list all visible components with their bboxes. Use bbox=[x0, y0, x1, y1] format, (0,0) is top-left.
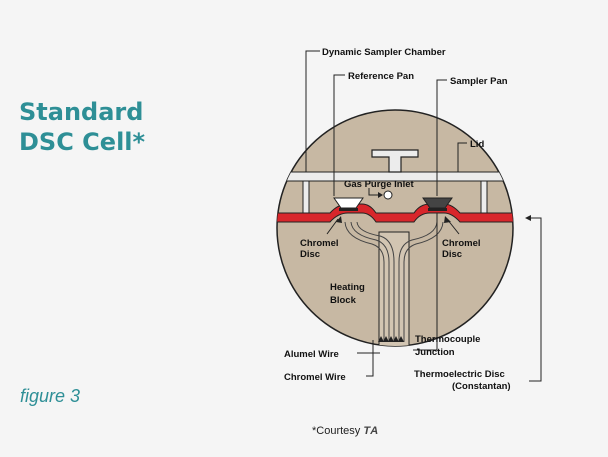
lid-knob bbox=[371, 149, 419, 173]
label-chromel-disc-right-1: Chromel bbox=[442, 238, 481, 249]
gas-purge-arrow-icon bbox=[378, 192, 383, 198]
chromel-right-arrow-icon bbox=[444, 216, 451, 223]
label-reference-pan: Reference Pan bbox=[348, 71, 414, 82]
label-lid: Lid bbox=[470, 139, 484, 150]
label-thermoelectric-2: (Constantan) bbox=[452, 381, 511, 392]
thermoelectric-disc bbox=[277, 203, 513, 223]
ta-logo: TA bbox=[363, 425, 379, 437]
label-chromel-disc-right-2: Disc bbox=[442, 249, 462, 260]
chromel-wires bbox=[344, 221, 444, 342]
sampler-pan-base bbox=[428, 208, 447, 211]
label-gas-purge-inlet: Gas Purge Inlet bbox=[344, 179, 415, 190]
wire-arrow-icons bbox=[378, 336, 404, 342]
courtesy-note: *Courtesy TA bbox=[312, 425, 379, 437]
lid-wall-left bbox=[302, 180, 310, 216]
label-heating-block-2: Block bbox=[330, 295, 357, 306]
label-heating-block-1: Heating bbox=[330, 282, 365, 293]
label-thermoelectric-1: Thermoelectric Disc bbox=[414, 369, 505, 380]
title-line-2: DSC Cell* bbox=[19, 128, 146, 156]
label-chromel-disc-left-2: Disc bbox=[300, 249, 320, 260]
label-dynamic-sampler-chamber: Dynamic Sampler Chamber bbox=[322, 47, 446, 58]
page-title: Standard DSC Cell* bbox=[19, 97, 145, 157]
label-thermocouple-1: Thermocouple bbox=[415, 334, 480, 345]
figure-label: figure 3 bbox=[20, 386, 81, 406]
label-thermocouple-2: Junction bbox=[415, 347, 455, 358]
reference-pan-base bbox=[339, 208, 358, 211]
chromel-left-arrow-icon bbox=[336, 216, 342, 223]
lid-wall-right bbox=[480, 180, 488, 216]
ta-logo-text: TA bbox=[363, 425, 380, 437]
label-sampler-pan: Sampler Pan bbox=[450, 76, 508, 87]
label-chromel-wire: Chromel Wire bbox=[284, 372, 346, 383]
thermoelectric-arrow-icon bbox=[525, 215, 531, 221]
title-line-1: Standard bbox=[19, 98, 144, 126]
gas-purge-inlet-port bbox=[383, 190, 393, 200]
courtesy-prefix: *Courtesy bbox=[312, 425, 361, 437]
label-alumel-wire: Alumel Wire bbox=[284, 349, 339, 360]
leader-lines bbox=[305, 50, 542, 382]
label-chromel-disc-left-1: Chromel bbox=[300, 238, 339, 249]
